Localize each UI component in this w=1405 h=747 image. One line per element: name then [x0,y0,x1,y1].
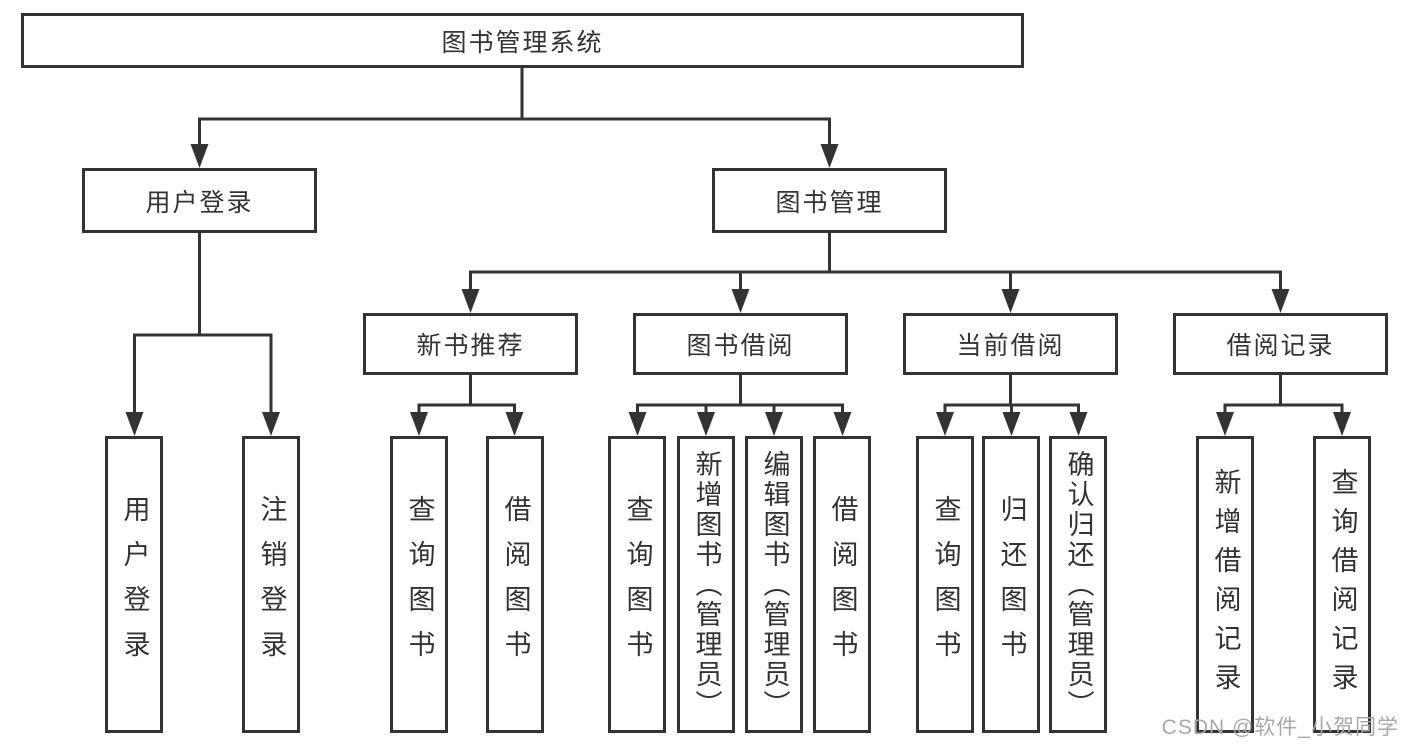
node-user-login: 用户登录 [82,168,317,233]
leaf-return-books: 归还图书 [982,436,1040,733]
leaf-query-books-3-label: 查询图书 [930,494,961,675]
leaf-query-books-2: 查询图书 [608,436,666,733]
leaf-borrow-books-1: 借阅图书 [486,436,544,733]
leaf-add-borrow-record-label: 新增借阅记录 [1210,467,1241,702]
leaf-edit-book-admin-label: 编辑图书（管理员） [759,449,790,720]
leaf-add-book-admin-label: 新增图书（管理员） [691,449,722,720]
node-current-borrowing: 当前借阅 [903,313,1118,375]
leaf-query-books-2-label: 查询图书 [622,494,653,675]
leaf-user-login: 用户登录 [105,436,163,733]
node-library-management-system: 图书管理系统 [21,13,1024,68]
leaf-borrow-books-2-label: 借阅图书 [827,494,858,675]
leaf-add-book-admin: 新增图书（管理员） [677,436,735,733]
leaf-return-books-label: 归还图书 [996,494,1027,675]
leaf-confirm-return-admin-label: 确认归还（管理员） [1063,449,1094,720]
leaf-query-borrow-record: 查询借阅记录 [1313,436,1371,733]
leaf-add-borrow-record: 新增借阅记录 [1196,436,1254,733]
node-new-book-recommendation: 新书推荐 [363,313,578,375]
leaf-edit-book-admin: 编辑图书（管理员） [745,436,803,733]
leaf-logout-label: 注销登录 [256,494,287,675]
leaf-borrow-books-1-label: 借阅图书 [500,494,531,675]
leaf-user-login-label: 用户登录 [119,494,150,675]
leaf-query-books-1-label: 查询图书 [404,494,435,675]
leaf-borrow-books-2: 借阅图书 [813,436,871,733]
node-borrowing-records: 借阅记录 [1173,313,1388,375]
node-book-management: 图书管理 [712,168,947,233]
leaf-query-borrow-record-label: 查询借阅记录 [1327,467,1358,702]
leaf-confirm-return-admin: 确认归还（管理员） [1049,436,1107,733]
leaf-query-books-1: 查询图书 [390,436,448,733]
node-book-borrowing: 图书借阅 [633,313,848,375]
csdn-watermark: CSDN @软件_小贺同学 [1161,716,1399,739]
leaf-query-books-3: 查询图书 [916,436,974,733]
leaf-logout: 注销登录 [242,436,300,733]
